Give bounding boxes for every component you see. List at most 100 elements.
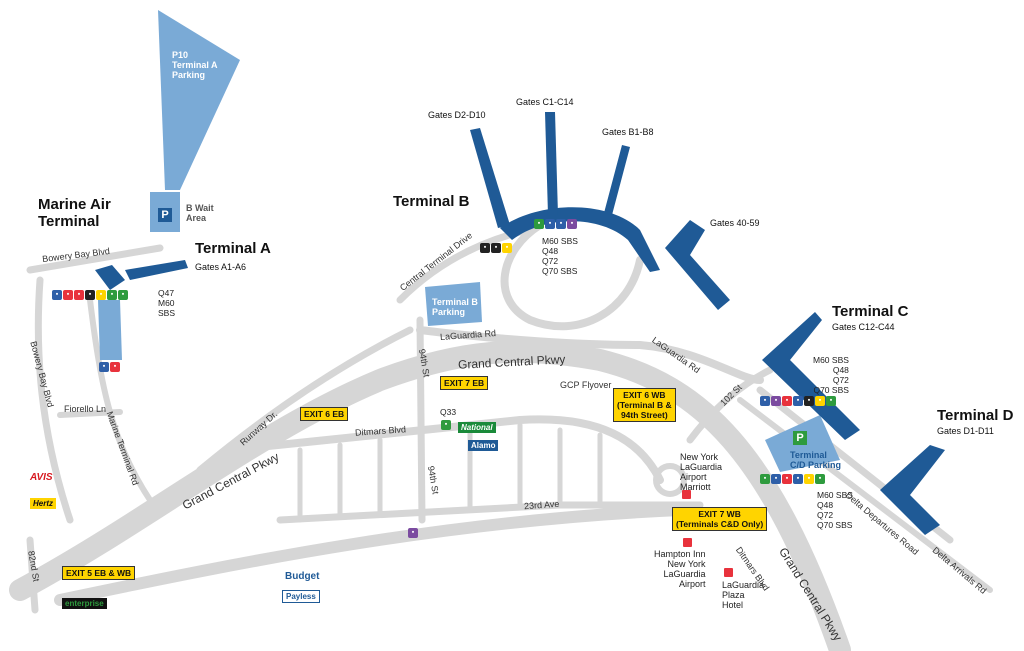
terminal-d-shape [880, 445, 945, 535]
transport-icons-cd-parking: ▪ ▪ ▪ ▪ ▪ ▪ [760, 474, 825, 484]
transport-icons-terminal-a: ▪ ▪ ▪ ▪ ▪ ▪ ▪ [52, 290, 128, 300]
hotel-shuttle-icon: ▪ [110, 362, 120, 372]
bowery-bay-blvd-side [34, 276, 74, 524]
bus-icon: ▪ [408, 528, 418, 538]
terminal-b-parking-shape [425, 282, 482, 326]
fiorello-ln-road [57, 409, 123, 418]
shuttle-icon: ▪ [74, 290, 84, 300]
central-loop [500, 221, 644, 331]
p10-parking-label: P10 Terminal A Parking [172, 50, 218, 80]
bus-icon: ▪ [567, 219, 577, 229]
grand-central-pkwy-lower [54, 504, 686, 606]
transport-icons-marine-parking: ▪ ▪ [99, 362, 120, 372]
gates-d2-d10-label: Gates D2-D10 [428, 110, 486, 120]
hotel-shuttle-icon: ▪ [782, 396, 792, 406]
central-terminal-drive [396, 228, 524, 304]
hotel-shuttle-icon: ▪ [782, 474, 792, 484]
grand-central-pkwy-road [9, 340, 851, 651]
b-wait-area-label: B Wait Area [186, 203, 214, 223]
taxi-icon: ▪ [804, 396, 814, 406]
terminal-b-parking-label: Terminal B Parking [432, 297, 478, 317]
car-icon: ▪ [96, 290, 106, 300]
runway-dr-road [196, 326, 414, 474]
bus-routes-cd-parking: M60 SBS Q48 Q72 Q70 SBS [817, 490, 853, 530]
walk-icon: ▪ [491, 243, 501, 253]
parking-p-icon: P [793, 431, 807, 445]
transport-icons-ditmars: ▪ [441, 420, 451, 430]
bus-icon: ▪ [556, 219, 566, 229]
budget-logo: Budget [282, 570, 323, 583]
exit-6-eb-sign: EXIT 6 EB [300, 407, 349, 421]
fiorello-ln-label: Fiorello Ln [64, 404, 107, 414]
bus-icon: ▪ [99, 362, 109, 372]
concourse-c-finger [545, 112, 558, 215]
hotel-shuttle-icon: ▪ [63, 290, 73, 300]
bus-icon: ▪ [771, 396, 781, 406]
transport-icons-94th: ▪ [408, 528, 418, 538]
rental-shuttle-icon: ▪ [760, 474, 770, 484]
bus-icon: ▪ [771, 474, 781, 484]
delta-arrivals-road-line [737, 397, 993, 593]
hertz-logo: Hertz [30, 498, 57, 509]
marriott-label: New York LaGuardia Airport Marriott [680, 452, 723, 492]
rental-shuttle-icon: ▪ [826, 396, 836, 406]
exit-5-sign: EXIT 5 EB & WB [62, 566, 136, 580]
gates-40-59-shape [665, 220, 730, 310]
bus-routes-terminal-a: Q47 M60 SBS [158, 288, 176, 318]
hotel-icon-marriott [682, 490, 691, 499]
rental-shuttle-icon: ▪ [534, 219, 544, 229]
taxi-icon: ▪ [85, 290, 95, 300]
terminal-c-shape [762, 312, 860, 440]
enterprise-logo: enterprise [62, 598, 107, 609]
bus-route-ditmars: Q33 [440, 407, 457, 417]
terminal-b-label: Terminal B [393, 193, 470, 210]
plaza-label: LaGuardia Plaza Hotel [722, 580, 765, 610]
transport-icons-central-drive: ▪ ▪ ▪ [480, 243, 512, 253]
gates-c12-c44-label: Gates C12-C44 [832, 322, 895, 332]
marine-air-terminal-shape [95, 265, 125, 290]
bus-icon: ▪ [793, 474, 803, 484]
bus-icon: ▪ [793, 396, 803, 406]
gcp-flyover-label: GCP Flyover [560, 380, 612, 390]
road-network [9, 221, 993, 651]
parking-areas [98, 10, 840, 472]
terminal-d-label: Terminal D [937, 407, 1014, 424]
bowery-bay-blvd-top [26, 244, 164, 274]
laguardia-rd [416, 326, 764, 384]
gates-40-59-label: Gates 40-59 [710, 218, 760, 228]
gates-c1-c14-label: Gates C1-C14 [516, 97, 574, 107]
avis-logo: AVIS [30, 472, 53, 483]
gates-a-label: Gates A1-A6 [195, 262, 247, 272]
exit-7-wb-sign: EXIT 7 WB (Terminals C&D Only) [672, 507, 768, 531]
st-82nd-road [26, 536, 39, 614]
transport-icons-terminal-b: ▪ ▪ ▪ ▪ [534, 219, 577, 229]
st-102-road [686, 366, 774, 444]
bus-icon: ▪ [441, 420, 451, 430]
gates-d1-d11-label: Gates D1-D11 [937, 426, 994, 436]
alamo-logo: Alamo [468, 440, 499, 451]
parking-shuttle-icon: ▪ [815, 474, 825, 484]
hotel-icon-plaza [724, 568, 733, 577]
car-icon: ▪ [815, 396, 825, 406]
car-icon: ▪ [804, 474, 814, 484]
gates-b1-b8-label: Gates B1-B8 [602, 127, 654, 137]
bus-routes-terminal-c: M60 SBS Q48 Q72 Q70 SBS [813, 355, 849, 395]
terminal-c-label: Terminal C [832, 303, 909, 320]
hampton-label: Hampton Inn New York LaGuardia Airport [654, 549, 706, 589]
exit-7-eb-sign: EXIT 7 EB [440, 376, 489, 390]
exit-6-wb-sign: EXIT 6 WB (Terminal B & 94th Street) [613, 388, 676, 422]
marine-parking-shape [98, 300, 122, 360]
parking-shuttle-icon: ▪ [118, 290, 128, 300]
p10-parking-shape [158, 10, 240, 190]
taxi-icon: ▪ [480, 243, 490, 253]
transport-icons-terminal-c: ▪ ▪ ▪ ▪ ▪ ▪ ▪ [760, 396, 836, 406]
bus-routes-terminal-b: M60 SBS Q48 Q72 Q70 SBS [542, 236, 578, 276]
national-logo: National [458, 422, 496, 433]
marine-air-terminal-label: Marine Air Terminal [38, 196, 111, 230]
payless-logo: Payless [282, 590, 320, 603]
car-icon: ▪ [502, 243, 512, 253]
concourse-b-finger [604, 145, 630, 215]
marine-terminal-rd-road [87, 297, 153, 503]
bus-icon: ▪ [760, 396, 770, 406]
